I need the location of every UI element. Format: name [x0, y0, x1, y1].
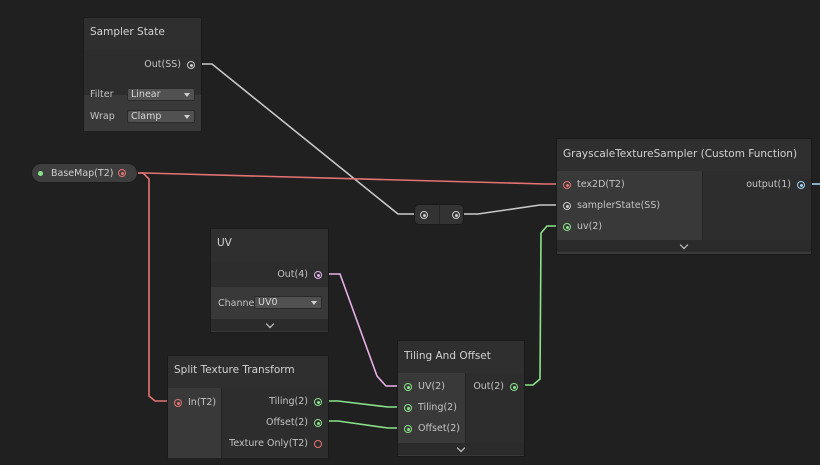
reroute-output-dot-icon[interactable]: [452, 211, 460, 219]
controls-section: Channe UV0: [211, 288, 328, 318]
wire-sampler-to-reroute: [196, 63, 418, 215]
output-port-texture-only[interactable]: Texture Only(T2): [229, 438, 322, 450]
output-port-tiling[interactable]: Tiling(2): [269, 396, 322, 408]
node-title[interactable]: UV: [211, 229, 328, 261]
reroute-divider: [439, 205, 440, 224]
filter-label: Filter: [90, 89, 114, 100]
split-texture-transform-node[interactable]: Split Texture Transform In(T2) Tiling(2)…: [167, 355, 329, 458]
output-port-offset[interactable]: Offset(2): [266, 417, 322, 429]
chevron-down-icon: [184, 115, 190, 119]
input-port-offset[interactable]: Offset(2): [404, 423, 460, 435]
outputs-column: Out(2): [465, 373, 524, 443]
channel-value: UV0: [258, 297, 278, 308]
tiling-and-offset-node[interactable]: Tiling And Offset UV(2) Tiling(2) Offset…: [397, 340, 525, 457]
ports-section: In(T2) Tiling(2) Offset(2) Texture Only(…: [168, 388, 328, 458]
port-label: Tiling(2): [269, 396, 308, 407]
node-footer: [211, 319, 328, 331]
custom-function-node[interactable]: GrayscaleTextureSampler (Custom Function…: [556, 138, 812, 255]
property-icon: [38, 171, 43, 176]
expand-chevron-icon[interactable]: [456, 443, 466, 453]
inputs-column: UV(2) Tiling(2) Offset(2): [398, 373, 466, 443]
output-port-out[interactable]: Out(2): [473, 381, 518, 393]
port-dot-icon[interactable]: [510, 383, 518, 391]
wire-split-offset: [322, 420, 404, 429]
wrap-value: Clamp: [131, 111, 162, 122]
port-label: Out(2): [473, 381, 504, 392]
port-label: Texture Only(T2): [229, 438, 308, 449]
node-title[interactable]: Tiling And Offset: [398, 341, 524, 373]
input-port-in[interactable]: In(T2): [174, 397, 216, 409]
input-port-uv[interactable]: UV(2): [404, 381, 445, 393]
port-dot-icon[interactable]: [314, 398, 322, 406]
port-label: output(1): [746, 179, 791, 190]
port-label: Offset(2): [266, 417, 308, 428]
port-label: uv(2): [577, 221, 603, 232]
output-section: Out(4): [211, 261, 328, 287]
node-title[interactable]: Split Texture Transform: [168, 356, 328, 388]
port-dot-icon[interactable]: [314, 419, 322, 427]
port-label: UV(2): [418, 381, 445, 392]
wire-basemap-to-tex2d: [125, 172, 563, 185]
output-port-dot-icon[interactable]: [118, 169, 126, 177]
port-label: Offset(2): [418, 423, 460, 434]
port-dot-icon[interactable]: [563, 223, 571, 231]
channel-label: Channe: [218, 298, 255, 309]
outputs-column: Tiling(2) Offset(2) Texture Only(T2): [221, 388, 328, 458]
node-title[interactable]: Sampler State: [84, 18, 201, 50]
output-port-out[interactable]: Out(4): [277, 269, 322, 281]
port-dot-icon[interactable]: [563, 181, 571, 189]
reroute-node[interactable]: [414, 204, 464, 225]
port-dot-icon[interactable]: [174, 399, 182, 407]
port-dot-icon[interactable]: [563, 202, 571, 210]
wire-uv-to-tiling-uv: [322, 273, 404, 387]
controls-section: Filter Linear Wrap Clamp: [84, 88, 201, 131]
expand-chevron-icon[interactable]: [679, 240, 689, 250]
inputs-column: In(T2): [168, 388, 222, 458]
output-section: Out(SS): [84, 50, 201, 95]
node-title[interactable]: GrayscaleTextureSampler (Custom Function…: [557, 139, 811, 171]
input-port-samplerstate[interactable]: samplerState(SS): [563, 200, 660, 212]
channel-dropdown[interactable]: UV0: [254, 296, 322, 309]
port-dot-icon[interactable]: [314, 440, 322, 448]
output-port-out-ss[interactable]: Out(SS): [144, 59, 195, 71]
sampler-state-node[interactable]: Sampler State Out(SS) Filter Linear Wrap…: [83, 17, 202, 131]
property-label: BaseMap(T2): [51, 168, 114, 179]
wrap-label: Wrap: [90, 111, 115, 122]
port-dot-icon[interactable]: [404, 404, 412, 412]
port-label: Out(4): [277, 269, 308, 280]
uv-node[interactable]: UV Out(4) Channe UV0: [210, 228, 329, 333]
ports-section: tex2D(T2) samplerState(SS) uv(2) output(…: [557, 171, 811, 240]
filter-value: Linear: [131, 89, 161, 100]
port-dot-icon[interactable]: [404, 383, 412, 391]
chevron-down-icon: [184, 93, 190, 97]
wire-split-tiling: [322, 400, 404, 408]
port-dot-icon[interactable]: [187, 61, 195, 69]
input-port-tiling[interactable]: Tiling(2): [404, 402, 457, 414]
output-port-output[interactable]: output(1): [746, 179, 805, 191]
port-label: Tiling(2): [418, 402, 457, 413]
input-port-uv[interactable]: uv(2): [563, 221, 602, 233]
port-label: samplerState(SS): [577, 200, 661, 211]
port-label: Out(SS): [144, 59, 181, 70]
chevron-down-icon: [311, 301, 317, 305]
filter-dropdown[interactable]: Linear: [127, 88, 195, 101]
inputs-column: tex2D(T2) samplerState(SS) uv(2): [557, 171, 703, 240]
port-label: In(T2): [188, 397, 217, 408]
node-footer: [557, 240, 811, 252]
wrap-dropdown[interactable]: Clamp: [127, 110, 195, 123]
outputs-column: output(1): [702, 171, 811, 240]
port-dot-icon[interactable]: [314, 271, 322, 279]
ports-section: UV(2) Tiling(2) Offset(2) Out(2): [398, 373, 524, 443]
reroute-input-dot-icon[interactable]: [420, 211, 428, 219]
node-footer: [398, 443, 524, 455]
wire-reroute-to-samplerstate: [460, 204, 563, 215]
basemap-property-node[interactable]: BaseMap(T2): [31, 163, 138, 183]
port-label: tex2D(T2): [577, 179, 625, 190]
port-dot-icon[interactable]: [797, 181, 805, 189]
input-port-tex2d[interactable]: tex2D(T2): [563, 179, 625, 191]
port-dot-icon[interactable]: [404, 425, 412, 433]
expand-chevron-icon[interactable]: [265, 319, 274, 329]
